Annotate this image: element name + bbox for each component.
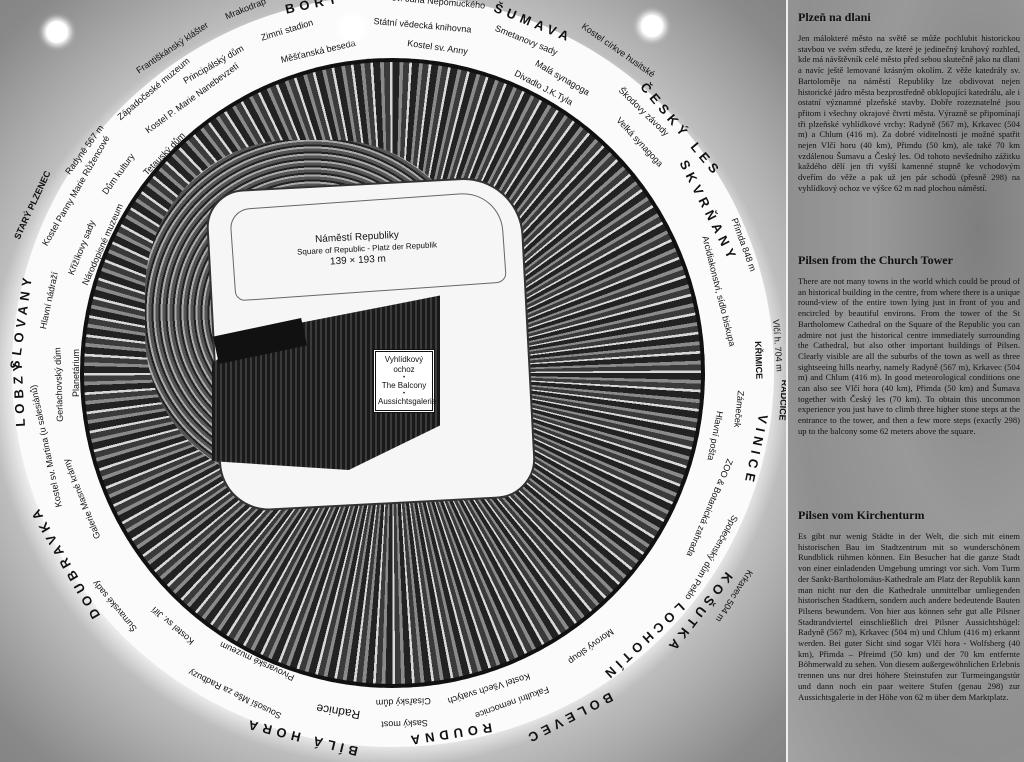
section-title: Pilsen from the Church Tower	[798, 253, 953, 267]
balcony-label-de: Aussichtsgalerie	[378, 397, 437, 406]
section-body: Jen málokteré město na světě se může poc…	[798, 33, 1020, 193]
balcony-label-en: The Balcony	[381, 381, 427, 390]
section-german: Pilsen vom Kirchenturm Es gibt nur wenig…	[798, 508, 1020, 702]
balcony-label-cz: Vyhlídkový ochoz	[384, 355, 424, 374]
landmark-label: Císařský dům	[375, 696, 432, 709]
binder-hole	[341, 17, 363, 39]
panorama-map: Náměstí Republiky Square of Republic - P…	[0, 0, 786, 762]
section-title: Plzeň na dlani	[798, 10, 871, 24]
landmark-label: RADČICE	[777, 379, 786, 422]
landmark-label: Planetárium	[70, 348, 81, 397]
text-column: Plzeň na dlani Jen málokteré město na sv…	[786, 0, 1024, 762]
landmark-label: Saský most	[381, 718, 428, 731]
section-body: Es gibt nur wenig Städte in der Welt, di…	[798, 531, 1020, 702]
balcony-sign: Vyhlídkový ochoz • The Balcony • Aussich…	[373, 349, 437, 413]
section-czech: Plzeň na dlani Jen málokteré město na sv…	[798, 10, 1020, 194]
section-body: There are not many towns in the world wh…	[798, 276, 1020, 436]
section-english: Pilsen from the Church Tower There are n…	[798, 253, 1020, 437]
landmark-label: KŘIMICE	[752, 341, 764, 380]
binder-hole	[46, 21, 68, 43]
binder-hole	[641, 15, 663, 37]
section-title: Pilsen vom Kirchenturm	[798, 508, 925, 522]
